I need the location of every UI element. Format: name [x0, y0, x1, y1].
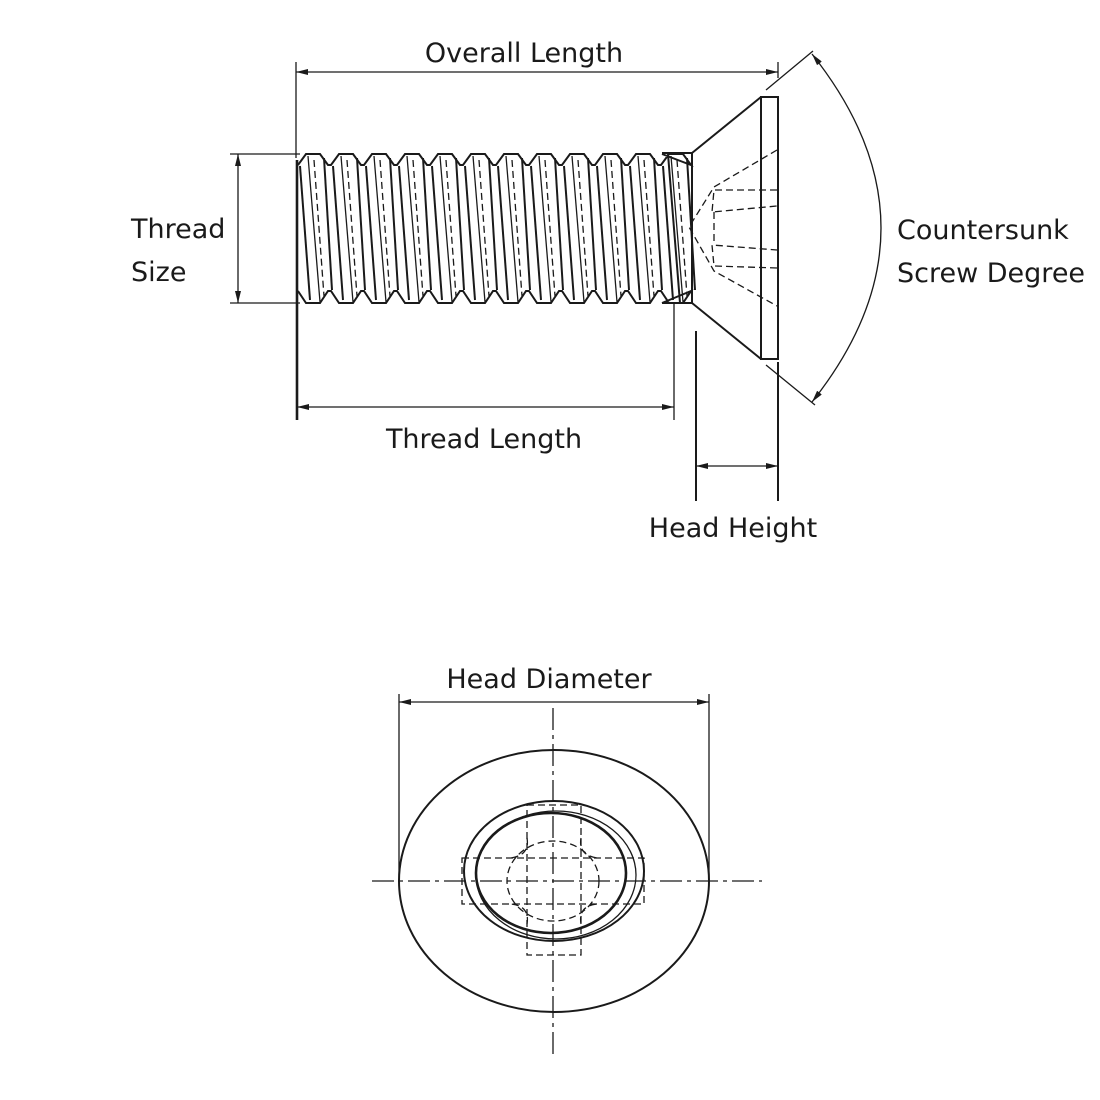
recess-cone-hidden [688, 149, 778, 307]
thread-flank-line [439, 155, 453, 303]
thread-flank-line [365, 165, 377, 301]
thread-flank-line [676, 159, 688, 297]
head-height-label: Head Height [649, 513, 817, 544]
thread-size-dimension: Thread Size [130, 153, 300, 304]
thread-flank-line [530, 165, 542, 301]
cross-wing-curves [510, 837, 598, 925]
thread-flank-line [505, 155, 519, 303]
countersunk-angle-dimension: Countersunk Screw Degree [765, 50, 1085, 406]
thread-flank-line [670, 155, 684, 303]
cross-center-cone [506, 840, 600, 922]
angle-arc-arrow [811, 53, 882, 403]
thread-flank-line [596, 165, 608, 301]
thread-flank-line [511, 159, 523, 297]
threaded-shank [295, 152, 696, 420]
thread-flank-line [488, 157, 498, 291]
overall-length-dimension: Overall Length [295, 38, 779, 158]
head-cone-bottom [691, 302, 762, 360]
angle-bottom-extension [765, 364, 816, 406]
thread-flank-line [332, 165, 344, 301]
thread-crest-bottom [297, 288, 694, 304]
thread-flank-line [544, 159, 556, 297]
overall-length-label: Overall Length [425, 38, 623, 69]
head-diameter-dimension: Head Diameter [398, 664, 710, 882]
thread-flank-line [356, 157, 366, 291]
recess-middle-ring [475, 810, 637, 940]
phillips-cross-icon [461, 804, 645, 956]
thread-flank-line [455, 157, 465, 291]
angle-top-extension [765, 50, 814, 91]
recess-outer-ring [463, 800, 645, 942]
countersunk-label-line1: Countersunk [897, 215, 1069, 246]
thread-flank-line [373, 155, 387, 303]
thread-flank-line [620, 157, 630, 291]
hidden-recess-lines [688, 149, 778, 307]
thread-flank-line [346, 159, 358, 297]
thread-flank-line [340, 155, 354, 303]
thread-flank-line [472, 155, 486, 303]
thread-flank-line [406, 155, 420, 303]
thread-flank-line [604, 155, 618, 303]
thread-flank-line [313, 159, 325, 297]
thread-flank-line [389, 157, 399, 291]
recess-upper-hidden [711, 189, 778, 213]
thread-flank-line [478, 159, 490, 297]
thread-size-label-line1: Thread [130, 214, 225, 245]
thread-flank-line [497, 165, 509, 301]
thread-flank-line [445, 159, 457, 297]
recess-lower-hidden [711, 244, 778, 269]
thread-flank-line [643, 159, 655, 297]
thread-flank-line [379, 159, 391, 297]
thread-flank-lines [299, 153, 696, 304]
thread-flank-line [299, 165, 311, 301]
thread-flank-line [431, 165, 443, 301]
thread-flank-line [629, 165, 641, 301]
thread-flank-line [610, 159, 622, 297]
thread-length-dimension: Thread Length [297, 303, 675, 455]
thread-flank-line [577, 159, 589, 297]
thread-size-label-line2: Size [131, 257, 186, 288]
thread-flank-line [538, 155, 552, 303]
thread-runout-line [667, 153, 681, 304]
countersunk-label-line2: Screw Degree [897, 258, 1085, 289]
thread-flank-line [571, 155, 585, 303]
thread-flank-line [521, 157, 531, 291]
thread-flank-line [587, 157, 597, 291]
head-top-rim [760, 96, 779, 360]
head-outline [398, 749, 710, 1013]
head-diameter-label: Head Diameter [446, 664, 652, 695]
thread-flank-line [662, 165, 674, 301]
side-view: Overall Length Thread Size [130, 38, 1085, 544]
thread-flank-line [563, 165, 575, 301]
thread-flank-line [464, 165, 476, 301]
thread-flank-line [653, 157, 663, 291]
thread-flank-line [307, 155, 321, 303]
thread-flank-line [637, 155, 651, 303]
top-view: Head Diameter [372, 664, 762, 1056]
cross-vertical-slot [526, 804, 582, 956]
thread-flank-line [323, 157, 333, 291]
thread-crest-top [297, 153, 694, 168]
head-height-dimension: Head Height [649, 331, 817, 544]
head-cone-top [691, 96, 762, 154]
cross-horizontal-slot [461, 857, 645, 905]
countersunk-head [688, 96, 779, 360]
thread-length-label: Thread Length [385, 424, 582, 455]
thread-flank-line [398, 165, 410, 301]
thread-flank-line [412, 159, 424, 297]
thread-flank-line [422, 157, 432, 291]
thread-flank-line [554, 157, 564, 291]
